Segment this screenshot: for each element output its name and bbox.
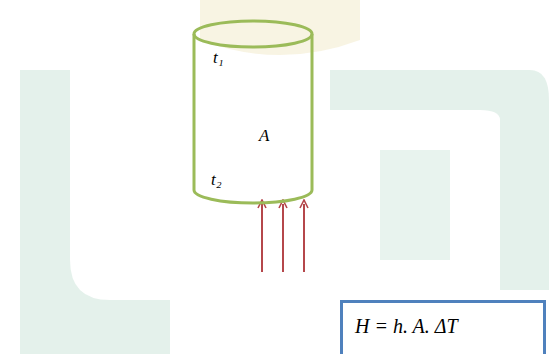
heat-arrow — [303, 204, 305, 272]
variable-label: t₂ — [211, 170, 222, 190]
watermark-shape — [330, 70, 549, 290]
heat-arrow — [261, 204, 263, 272]
variable-label: t₁ — [213, 48, 224, 68]
cylinder-outline — [191, 18, 315, 206]
formula-box: H = h. A. ΔT — [340, 300, 546, 354]
watermark-shape — [380, 150, 450, 260]
cylinder-body: t₁ At₂ — [191, 18, 315, 206]
cylinder-top — [194, 21, 312, 47]
watermark-shape — [20, 70, 170, 354]
heat-arrow — [282, 204, 284, 272]
cylinder-side — [194, 34, 312, 203]
variable-label: A — [259, 126, 269, 146]
formula-text: H = h. A. ΔT — [355, 315, 458, 338]
